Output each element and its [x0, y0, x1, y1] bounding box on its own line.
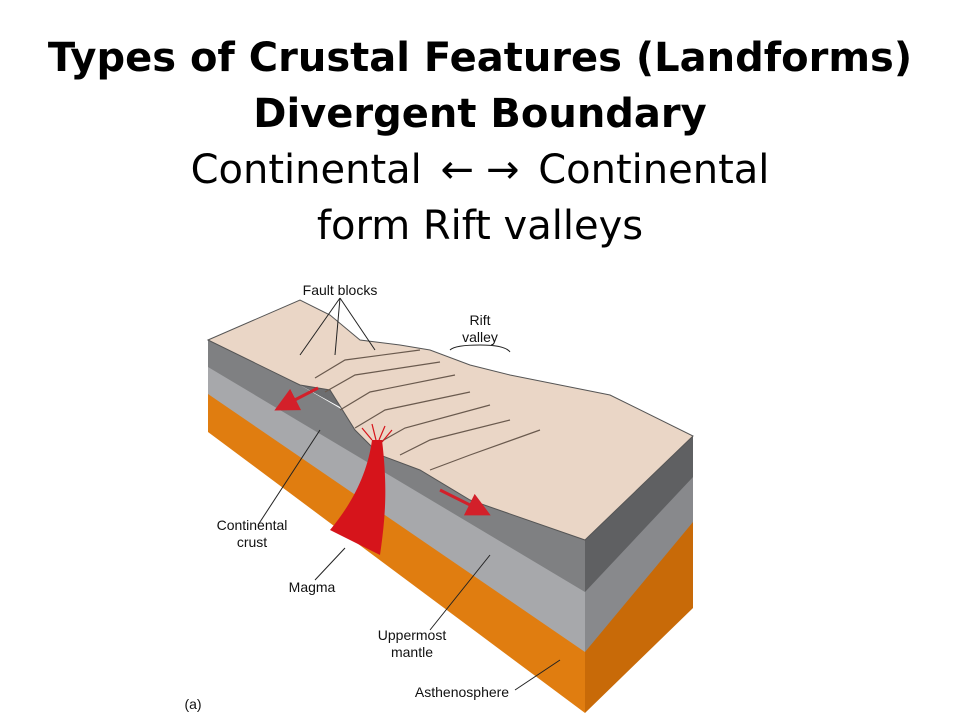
- asthenosphere-layer: [208, 392, 585, 713]
- rift-cut-face: [300, 385, 585, 540]
- fault-blocks-label: Fault blocks: [303, 282, 378, 298]
- slide-title: Types of Crustal Features (Landforms): [47, 35, 913, 81]
- uppermost-mantle-label-line1: Uppermost: [378, 627, 447, 643]
- boundary-left-label: Continental: [190, 147, 422, 193]
- magma-plume: [330, 440, 386, 555]
- arrow-right-icon: →: [486, 147, 520, 193]
- rift-label-line1: Rift: [470, 312, 491, 328]
- uppermost-mantle-layer: [208, 365, 585, 652]
- asthenosphere-label: Asthenosphere: [415, 684, 509, 700]
- leader-lines: [257, 297, 561, 691]
- continental-crust-label-line1: Continental: [217, 517, 288, 533]
- magma-veins: [361, 423, 393, 443]
- surface-top: [206, 299, 694, 541]
- plate-motion-arrow-right: [439, 488, 491, 516]
- continental-crust-layer: [208, 340, 585, 592]
- boundary-right-label: Continental: [538, 147, 770, 193]
- uppermost-mantle-label-line2: mantle: [391, 644, 433, 660]
- asthenosphere-side: [585, 520, 693, 713]
- result-line: form Rift valleys: [316, 203, 644, 249]
- continental-crust-side: [585, 436, 693, 592]
- uppermost-mantle-side: [585, 475, 693, 652]
- arrow-left-icon: ←: [440, 147, 474, 193]
- continental-crust-label-line2: crust: [237, 534, 267, 550]
- title-block: Types of Crustal Features (Landforms) Di…: [0, 30, 960, 254]
- slide-subtitle: Divergent Boundary: [253, 91, 707, 137]
- magma-label: Magma: [289, 579, 336, 595]
- panel-label: (a): [184, 696, 201, 712]
- boundary-type-line: Continental ← → Continental: [0, 142, 960, 198]
- plate-motion-arrow-left: [274, 386, 319, 411]
- rift-label-line2: valley: [462, 329, 498, 345]
